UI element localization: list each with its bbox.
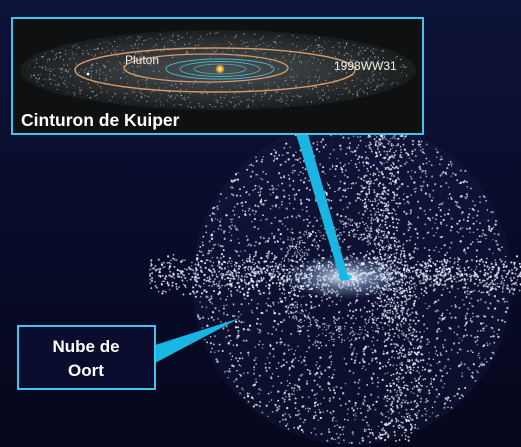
object-dot — [86, 72, 90, 76]
oort-callout-pointer — [155, 318, 240, 363]
kuiper-callout-pointer — [296, 134, 349, 281]
oort-label-box: Nube de Oort — [17, 325, 156, 390]
kuiper-belt-title: Cinturon de Kuiper — [21, 110, 180, 130]
sun-icon — [215, 64, 225, 74]
oort-label-line1: Nube de — [52, 337, 119, 356]
pluto-orbit — [123, 53, 289, 83]
oort-label-frame — [17, 325, 156, 390]
neptune-orbit — [165, 58, 275, 80]
object-1998ww31-label: 1998WW31 — [334, 59, 397, 73]
oort-cloud — [148, 121, 521, 445]
object-orbit — [74, 47, 356, 93]
uranus-orbit — [179, 61, 261, 77]
kuiper-belt-particles — [28, 31, 408, 109]
kuiper-inset: Pluton 1998WW31 Cinturon de Kuiper — [11, 17, 424, 135]
pluto-label: Pluton — [125, 53, 159, 67]
oort-label-line2: Oort — [68, 361, 104, 380]
